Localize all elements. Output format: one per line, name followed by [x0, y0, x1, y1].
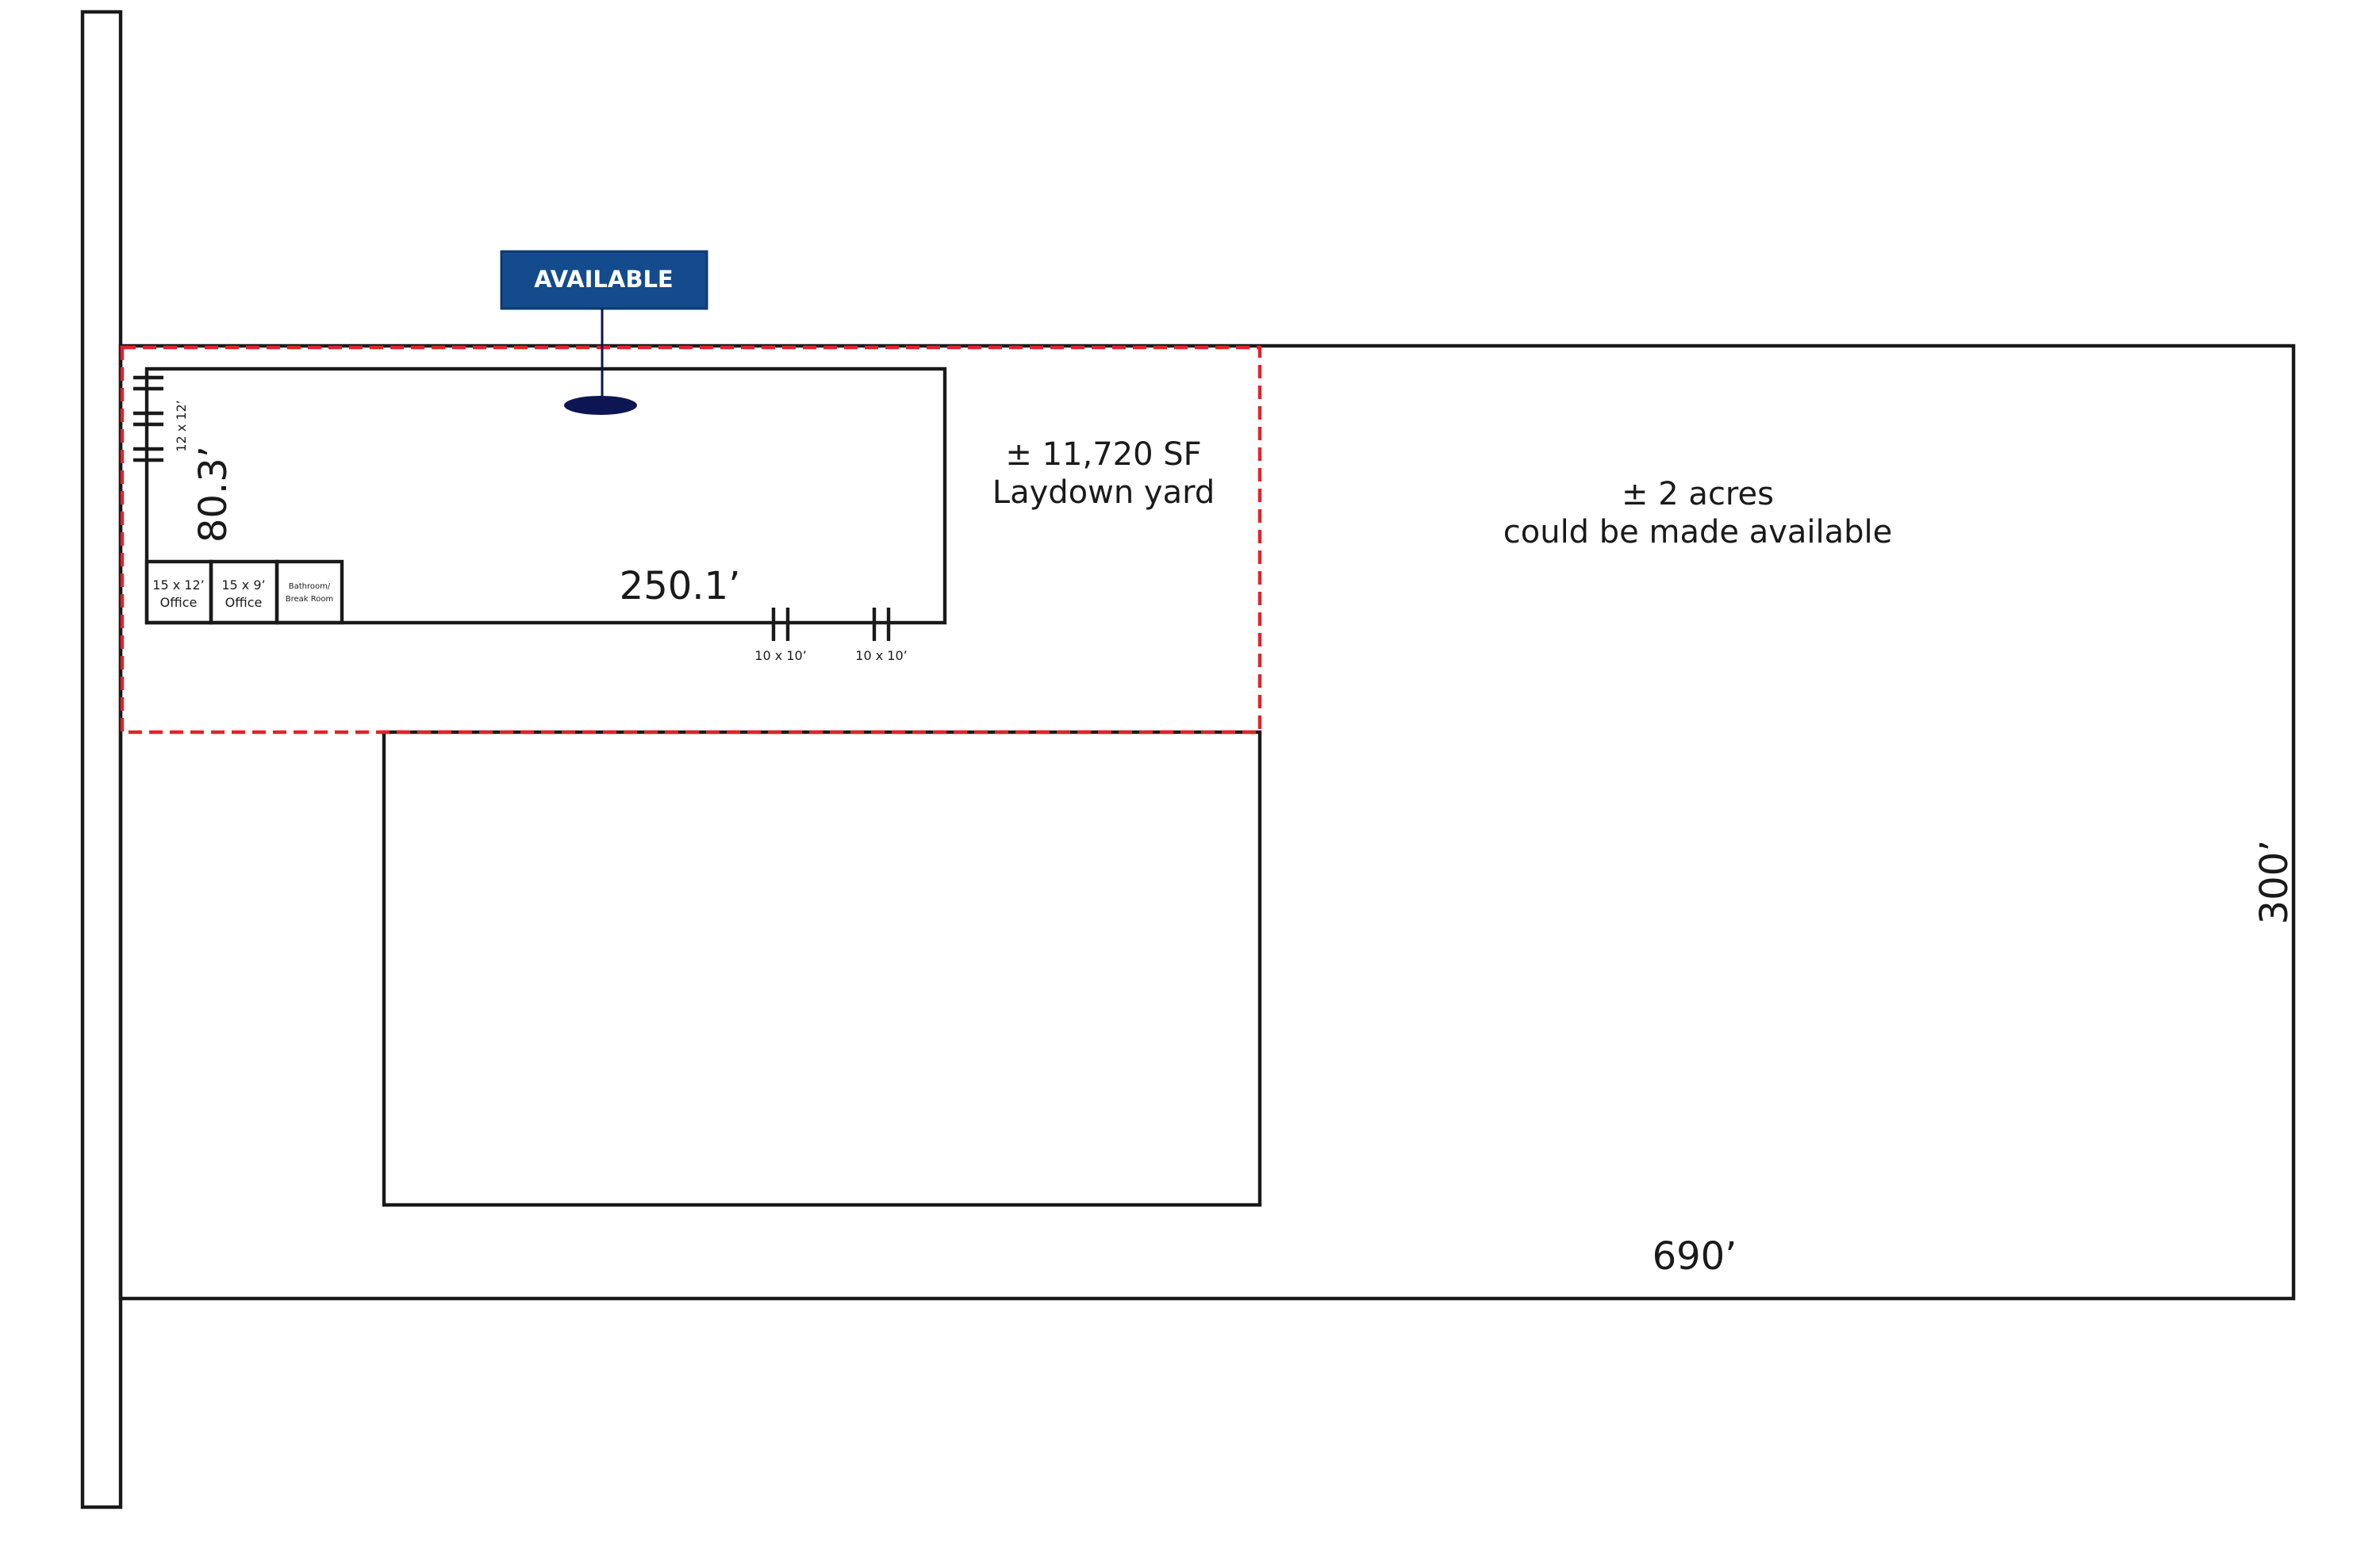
side-doors [133, 375, 163, 462]
room-3-line1: Bathroom/ [289, 582, 331, 591]
site-length-dimension: 690’ [1653, 1234, 1737, 1279]
building-depth-dimension: 80.3’ [191, 446, 236, 543]
side-doors-label: 12 x 12’ [174, 400, 189, 451]
expansion-area: ± 2 acres [1622, 476, 1774, 512]
site-depth-dimension: 300’ [2252, 840, 2297, 925]
marker-pin-dot [564, 396, 637, 415]
laydown-yard-boundary [120, 345, 1262, 735]
room-1-size: 15 x 12’ [152, 577, 204, 593]
adjacent-building [382, 730, 1262, 1207]
available-label: AVAILABLE [534, 266, 674, 293]
door-1 [771, 608, 790, 641]
door-2-label: 10 x 10’ [855, 648, 907, 663]
road-strip [80, 10, 123, 1510]
door-1-label: 10 x 10’ [754, 648, 806, 663]
expansion-label: could be made available [1503, 514, 1893, 550]
laydown-yard-area: ± 11,720 SF [1005, 436, 1201, 473]
room-3-line2: Break Room [286, 595, 333, 604]
door-2 [872, 608, 891, 641]
available-badge [500, 250, 708, 310]
main-building [144, 366, 947, 625]
building-width-dimension: 250.1’ [620, 564, 741, 608]
room-2-type: Office [225, 595, 263, 610]
available-marker: AVAILABLE [500, 250, 708, 415]
laydown-yard-label: Laydown yard [992, 474, 1215, 511]
interior-rooms: 15 x 12’ Office 15 x 9’ Office Bathroom/… [144, 559, 344, 625]
room-2-size: 15 x 9’ [221, 577, 265, 593]
bathroom-breakroom [274, 559, 344, 625]
room-1-type: Office [160, 595, 198, 610]
